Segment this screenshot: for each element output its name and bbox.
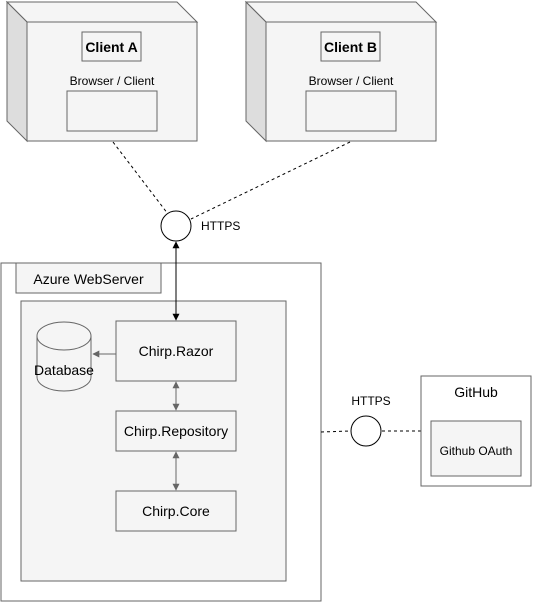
azure-webserver-node: Azure WebServer Database Chirp.Razor Chi… bbox=[0, 262, 322, 602]
https-interface-top bbox=[160, 210, 192, 242]
chirp-repository-box bbox=[115, 410, 237, 452]
https-interface-right bbox=[350, 415, 382, 447]
github-title: GitHub bbox=[454, 384, 498, 400]
chirp-core-label: Chirp.Core bbox=[142, 503, 210, 519]
chirp-core-box bbox=[115, 490, 237, 532]
azure-https-connector bbox=[320, 430, 351, 433]
azure-title: Azure WebServer bbox=[33, 271, 144, 287]
client-b-subtitle: Browser / Client bbox=[309, 74, 394, 88]
chirp-repository-label: Chirp.Repository bbox=[124, 423, 228, 439]
client-a-title-box bbox=[81, 31, 142, 62]
chirp-razor-box bbox=[115, 320, 237, 382]
azure-title-box bbox=[15, 262, 162, 294]
client-a-connector bbox=[112, 141, 169, 215]
database-label: Database bbox=[34, 362, 94, 378]
client-b-node: Client B Browser / Client bbox=[244, 0, 438, 143]
client-a-subtitle: Browser / Client bbox=[70, 74, 155, 88]
github-oauth-box bbox=[430, 420, 522, 477]
client-b-title-box bbox=[320, 31, 381, 62]
github-node: GitHub Github OAuth bbox=[420, 375, 532, 487]
client-a-browser-box bbox=[66, 90, 158, 132]
github-oauth-label: Github OAuth bbox=[440, 444, 513, 458]
chirp-razor-label: Chirp.Razor bbox=[139, 343, 214, 359]
client-b-browser-box bbox=[305, 90, 397, 132]
client-b-title: Client B bbox=[324, 39, 377, 55]
client-b-connector bbox=[190, 141, 351, 220]
client-a-title: Client A bbox=[85, 39, 137, 55]
client-a-node: Client A Browser / Client bbox=[5, 0, 199, 143]
database-cylinder bbox=[36, 321, 92, 392]
https-label-right: HTTPS bbox=[351, 394, 390, 408]
https-label-top: HTTPS bbox=[201, 219, 240, 233]
